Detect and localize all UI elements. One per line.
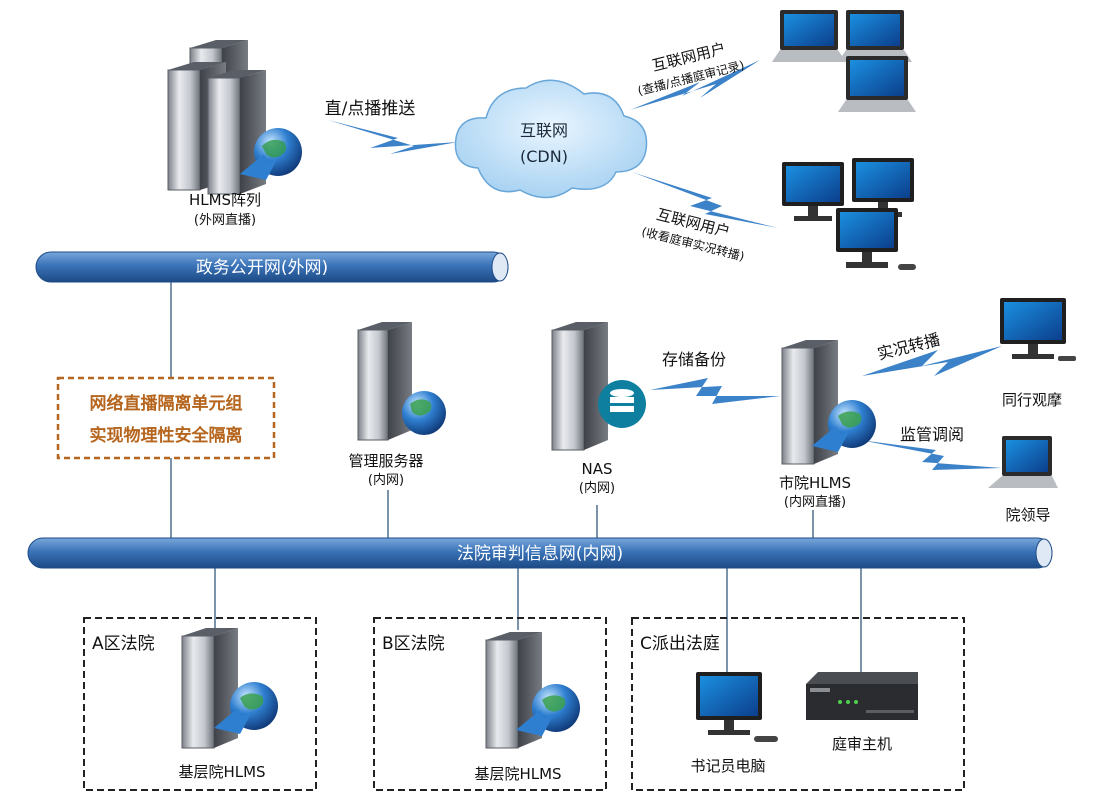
desktop-group (782, 158, 916, 270)
nas-label: NAS (581, 460, 612, 478)
external-network-label: 政务公开网(外网) (196, 258, 328, 278)
city-hlms-label: 市院HLMS (779, 474, 851, 492)
globe-icon (240, 128, 302, 180)
zone-a-label: A区法院 (92, 634, 155, 654)
storage-backup-label: 存储备份 (662, 350, 726, 369)
laptop-icon (838, 56, 916, 112)
clerk-pc-label: 书记员电脑 (690, 757, 765, 775)
court-host-icon (806, 672, 918, 720)
city-hlms-sub: (内网直播) (784, 494, 846, 510)
cloud-icon: 互联网 (CDN) (454, 79, 648, 199)
court-host-label: 庭审主机 (832, 735, 892, 753)
globe-icon (516, 684, 580, 736)
isolation-line1: 网络直播隔离单元组 (90, 393, 243, 414)
peer-observe-label: 同行观摩 (1002, 391, 1062, 409)
live-relay-label: 实况转播 (875, 330, 942, 364)
internal-network-bus: 法院审判信息网(内网) (27, 537, 1053, 569)
monitor-icon (836, 208, 916, 270)
isolation-unit-box: 网络直播隔离单元组 实现物理性安全隔离 (56, 376, 276, 460)
court-leader-label: 院领导 (1005, 506, 1050, 524)
zone-b-hlms-label: 基层院HLMS (474, 765, 561, 783)
monitor-icon (696, 672, 778, 742)
mgmt-server-sub: (内网) (368, 472, 404, 488)
server-icon (485, 632, 542, 749)
cloud-cdn-label: (CDN) (520, 147, 568, 166)
hlms-array: HLMS阵列 (外网直播) (167, 40, 302, 228)
laptop-group-top (772, 10, 916, 112)
laptop-icon (988, 436, 1058, 488)
globe-icon (402, 391, 446, 435)
server-icon (551, 322, 608, 451)
laptop-icon (838, 10, 912, 62)
laptop-icon (772, 10, 846, 62)
lightning-relay (862, 346, 1002, 376)
lightning-storage (650, 378, 780, 404)
lightning-push (328, 120, 458, 154)
city-hlms: 市院HLMS (内网直播) (779, 340, 876, 510)
zone-a-hlms-label: 基层院HLMS (178, 763, 265, 781)
peer-observe: 同行观摩 (1000, 298, 1076, 409)
isolation-line2: 实现物理性安全隔离 (90, 425, 243, 446)
lightning-link-icon (328, 60, 1002, 470)
monitor-icon (782, 162, 844, 221)
internal-network-label: 法院审判信息网(内网) (457, 544, 623, 564)
mgmt-server-label: 管理服务器 (348, 452, 423, 470)
court-leader: 院领导 (988, 436, 1058, 524)
hlms-array-sub: (外网直播) (194, 213, 256, 228)
zone-b-label: B区法院 (382, 634, 445, 654)
globe-icon (812, 400, 876, 452)
push-label: 直/点播推送 (325, 99, 416, 119)
mgmt-server: 管理服务器 (内网) (348, 322, 446, 488)
hlms-array-label: HLMS阵列 (189, 191, 261, 209)
server-icon (181, 628, 238, 749)
nas-sub: (内网) (579, 480, 615, 496)
connector-lines (170, 282, 862, 672)
zone-b-box: B区法院 基层院HLMS (373, 617, 607, 791)
monitor-icon (1000, 298, 1076, 361)
nas: NAS (内网) (551, 322, 646, 496)
globe-icon (214, 682, 278, 734)
external-network-bus: 政务公开网(外网) (35, 251, 509, 283)
lightning-supervision (860, 440, 1002, 470)
zone-c-box: C派出法庭 书记员电脑 庭审主机 (631, 617, 965, 791)
database-icon (598, 380, 646, 428)
cloud-label: 互联网 (520, 121, 568, 140)
server-icon (357, 322, 412, 441)
zone-c-label: C派出法庭 (640, 634, 720, 654)
supervision-label: 监管调阅 (900, 425, 964, 444)
lightning-top-user (630, 60, 760, 110)
zone-a-box: A区法院 基层院HLMS (83, 617, 317, 791)
